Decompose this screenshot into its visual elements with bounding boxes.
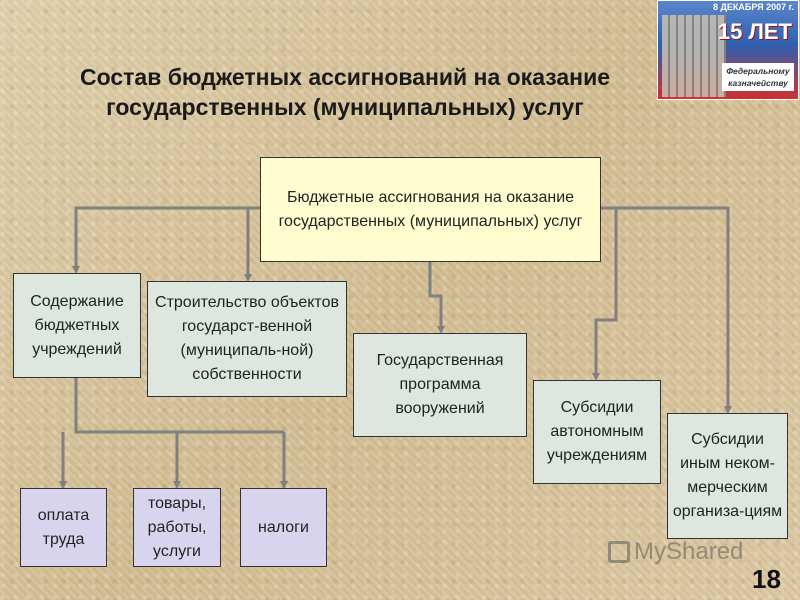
logo-date: 8 ДЕКАБРЯ 2007 г. <box>713 2 794 12</box>
logo-caption: Федеральному казначейству <box>722 63 794 91</box>
title-line-1: Состав бюджетных ассигнований на оказани… <box>79 64 611 90</box>
box-goods: товары, работы, услуги <box>133 488 221 567</box>
box-maintenance: Содержание бюджетных учреждений <box>13 273 141 378</box>
slide-title: Состав бюджетных ассигнований на оказани… <box>20 62 670 122</box>
connector-root-maintenance <box>72 206 260 274</box>
title-line-2: государственных (муниципальных) услуг <box>106 94 584 120</box>
presentation-icon <box>608 541 630 563</box>
box-construction: Строительство объектов государст-венной … <box>147 281 347 397</box>
building-image <box>662 15 726 97</box>
connector-maintenance-bus <box>74 378 284 434</box>
box-autonomous: Субсидии автономным учреждениям <box>533 380 661 484</box>
treasury-anniversary-logo: 8 ДЕКАБРЯ 2007 г. 15 ЛЕТ Федеральному ка… <box>657 0 799 100</box>
watermark: MyShared <box>608 538 743 566</box>
page-number: 18 <box>752 564 781 594</box>
box-noncommercial: Субсидии иным неком-мерческим организа-ц… <box>667 413 788 539</box>
logo-years: 15 ЛЕТ <box>717 19 792 44</box>
connector-root-autonomous <box>592 208 618 381</box>
root-box: Бюджетные ассигнования на оказание госуд… <box>260 157 601 262</box>
box-taxes: налоги <box>240 488 327 567</box>
box-wages: оплата труда <box>20 488 107 567</box>
connector-root-armament <box>428 262 445 334</box>
connector-root-noncommercial <box>601 206 732 414</box>
watermark-text: MyShared <box>634 538 744 565</box>
box-armament: Государственная программа вооружений <box>353 333 527 437</box>
